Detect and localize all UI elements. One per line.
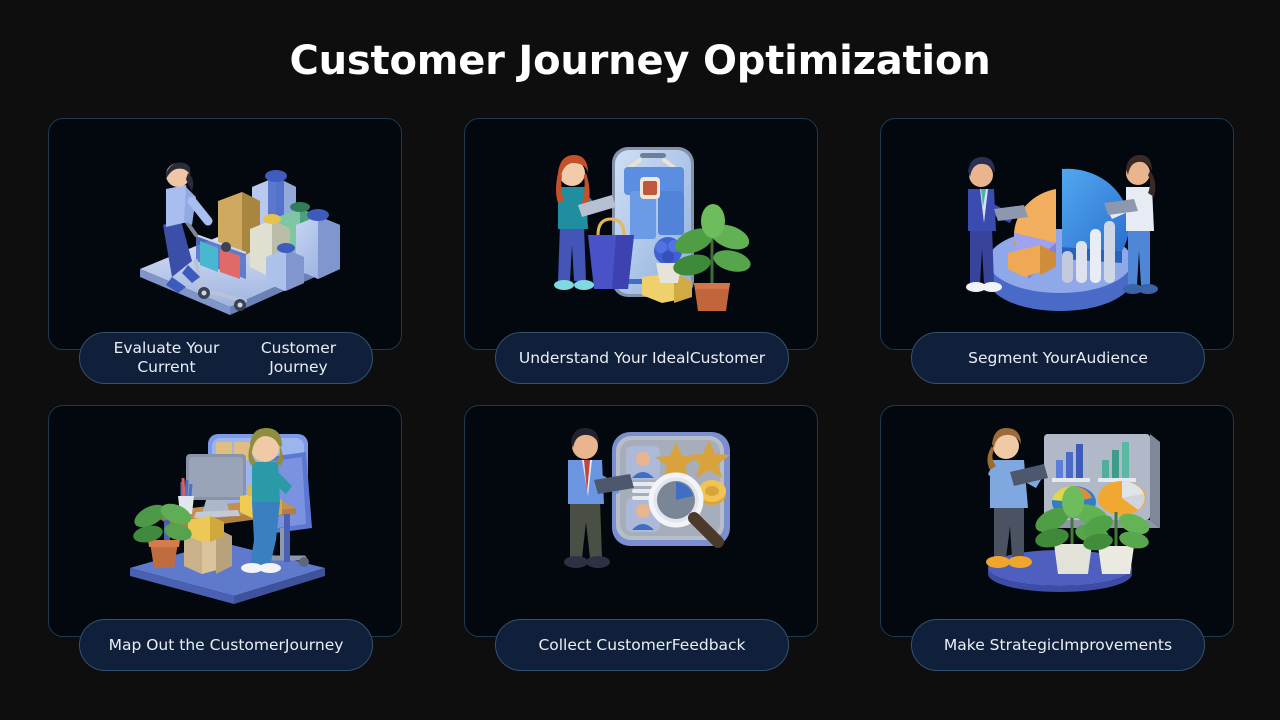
card-segment-audience[interactable]: Segment Your Audience xyxy=(880,118,1234,384)
card-label-line2: Audience xyxy=(1075,348,1148,367)
card-label-map-customer-journey: Map Out the Customer Journey xyxy=(79,619,373,671)
card-label-line1: Make Strategic xyxy=(943,635,1060,654)
card-label-line1: Understand Your Ideal xyxy=(518,348,690,367)
card-label-line1: Evaluate Your Current xyxy=(113,339,220,376)
card-label-make-strategic-improvements: Make Strategic Improvements xyxy=(911,619,1205,671)
card-label-understand-ideal-customer: Understand Your Ideal Customer xyxy=(495,332,789,384)
card-evaluate-current-journey[interactable]: Evaluate Your Current Customer Journey xyxy=(48,118,402,384)
presentation-charts-plants-illustration xyxy=(881,408,1233,613)
card-map-customer-journey[interactable]: Map Out the Customer Journey xyxy=(48,405,402,671)
reviews-ratings-board-illustration xyxy=(465,408,817,613)
card-label-line2: Improvements xyxy=(1059,635,1173,654)
mobile-shopping-illustration xyxy=(465,121,817,326)
pie-chart-analysts-illustration xyxy=(881,121,1233,326)
card-label-line1: Collect Customer xyxy=(538,635,672,654)
card-make-strategic-improvements[interactable]: Make Strategic Improvements xyxy=(880,405,1234,671)
card-understand-ideal-customer[interactable]: Understand Your Ideal Customer xyxy=(464,118,818,384)
card-label-segment-audience: Segment Your Audience xyxy=(911,332,1205,384)
card-label-collect-customer-feedback: Collect Customer Feedback xyxy=(495,619,789,671)
card-label-line1: Map Out the Customer xyxy=(108,635,285,654)
card-label-line2: Feedback xyxy=(671,635,746,654)
card-label-line1: Segment Your xyxy=(968,348,1076,367)
card-label-evaluate-current-journey: Evaluate Your Current Customer Journey xyxy=(79,332,373,384)
page-title: Customer Journey Optimization xyxy=(289,38,991,84)
card-label-line2: Customer xyxy=(689,348,766,367)
desk-workspace-illustration xyxy=(49,408,401,613)
card-collect-customer-feedback[interactable]: Collect Customer Feedback xyxy=(464,405,818,671)
card-label-line2: Journey xyxy=(284,635,344,654)
shopping-cart-gifts-illustration xyxy=(49,121,401,326)
card-label-line2: Customer Journey xyxy=(260,339,337,376)
